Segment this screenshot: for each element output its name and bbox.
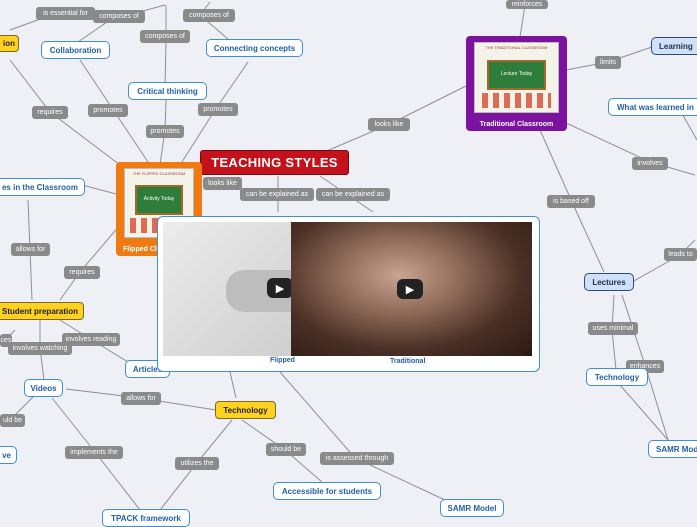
label-limits: limits: [595, 56, 621, 69]
node-collaboration[interactable]: Collaboration: [41, 41, 110, 59]
label-should-be: should be: [266, 443, 306, 456]
play-icon[interactable]: ▶: [397, 279, 423, 299]
label-leads-to: leads to: [664, 248, 697, 261]
label-involves-watching: involves watching: [8, 342, 72, 355]
label-should-be: uld be: [0, 414, 25, 427]
label-is-assessed-through: is assessed through: [320, 452, 394, 465]
flipped-classroom-card[interactable]: THE FLIPPED CLASSROOM Activity Today Fli…: [116, 162, 202, 256]
chalkboard-text: Activity Today: [143, 196, 175, 203]
label-fragment: ces: [0, 334, 12, 347]
node-tpack-framework[interactable]: TPACK framework: [102, 509, 190, 527]
node-student-preparation[interactable]: Student preparation: [0, 302, 84, 320]
node-roles-in-classroom[interactable]: es in the Classroom: [0, 178, 85, 196]
label-promotes: promotes: [198, 103, 238, 116]
label-can-be-explained-as: can be explained as: [240, 188, 314, 201]
chalkboard: Activity Today: [134, 185, 184, 216]
node-technology[interactable]: Technology: [215, 401, 276, 419]
label-reinforces: reinforces: [506, 0, 548, 9]
label-is-essential-for: is essential for: [36, 7, 95, 20]
traditional-image-header: THE TRADITIONAL CLASSROOM: [485, 45, 548, 50]
flipped-classroom-image: THE FLIPPED CLASSROOM Activity Today: [124, 168, 194, 238]
student-desks: [481, 92, 552, 108]
traditional-classroom-card[interactable]: THE TRADITIONAL CLASSROOM Lecture Today …: [466, 36, 567, 131]
node-left-mid-fragment[interactable]: ve: [0, 446, 17, 464]
flipped-image-header: THE FLIPPED CLASSROOM: [132, 171, 186, 176]
label-looks-like: looks like: [203, 177, 242, 190]
flipped-video[interactable]: ▶: [163, 222, 316, 356]
label-can-be-explained-as: can be explained as: [316, 188, 390, 201]
label-involves: involves: [632, 157, 668, 170]
flipped-classroom-caption: Flipped Cla: [123, 246, 161, 253]
label-promotes: promotes: [146, 125, 184, 138]
traditional-classroom-image: THE TRADITIONAL CLASSROOM Lecture Today: [474, 42, 559, 113]
node-lectures[interactable]: Lectures: [584, 273, 634, 291]
flipped-video-caption: Flipped: [270, 357, 295, 364]
label-implements-the: implements the: [65, 446, 123, 459]
label-composes-of: composes of: [93, 10, 145, 23]
node-what-was-learned[interactable]: What was learned in: [608, 98, 697, 116]
traditional-video[interactable]: ▶: [291, 222, 532, 356]
main-title[interactable]: TEACHING STYLES: [200, 150, 349, 175]
label-requires: requires: [64, 266, 100, 279]
node-samr-model[interactable]: SAMR Model: [440, 499, 504, 517]
chalkboard-text: Lecture Today: [500, 70, 533, 77]
node-left-top-fragment[interactable]: ion: [0, 35, 19, 52]
label-involves-reading: involves reading: [62, 333, 120, 346]
label-allows-for: allows for: [121, 392, 161, 405]
chalkboard: Lecture Today: [486, 59, 547, 90]
node-accessible-for-students[interactable]: Accessible for students: [273, 482, 381, 500]
label-uses-minimal: uses minimal: [588, 322, 638, 335]
label-promotes: promotes: [88, 104, 128, 117]
node-videos[interactable]: Videos: [24, 379, 63, 397]
traditional-video-caption: Traditional: [390, 358, 426, 365]
label-is-based-off: is based off: [547, 195, 595, 208]
label-looks-like: looks like: [368, 118, 410, 131]
node-connecting-concepts[interactable]: Connecting concepts: [206, 39, 303, 57]
label-allows-for: allows for: [11, 243, 50, 256]
label-composes-of: composes of: [183, 9, 235, 22]
traditional-classroom-caption: Traditional Classroom: [479, 121, 554, 128]
play-icon[interactable]: ▶: [267, 278, 293, 298]
node-samr-model-right[interactable]: SAMR Mod: [648, 440, 697, 458]
label-composes-of: composes of: [140, 30, 190, 43]
node-critical-thinking[interactable]: Critical thinking: [128, 82, 207, 100]
label-requires: requires: [32, 106, 68, 119]
node-technology-right[interactable]: Technology: [586, 368, 648, 386]
label-utilizes-the: utilizes the: [175, 457, 219, 470]
node-learning[interactable]: Learning: [651, 37, 697, 55]
